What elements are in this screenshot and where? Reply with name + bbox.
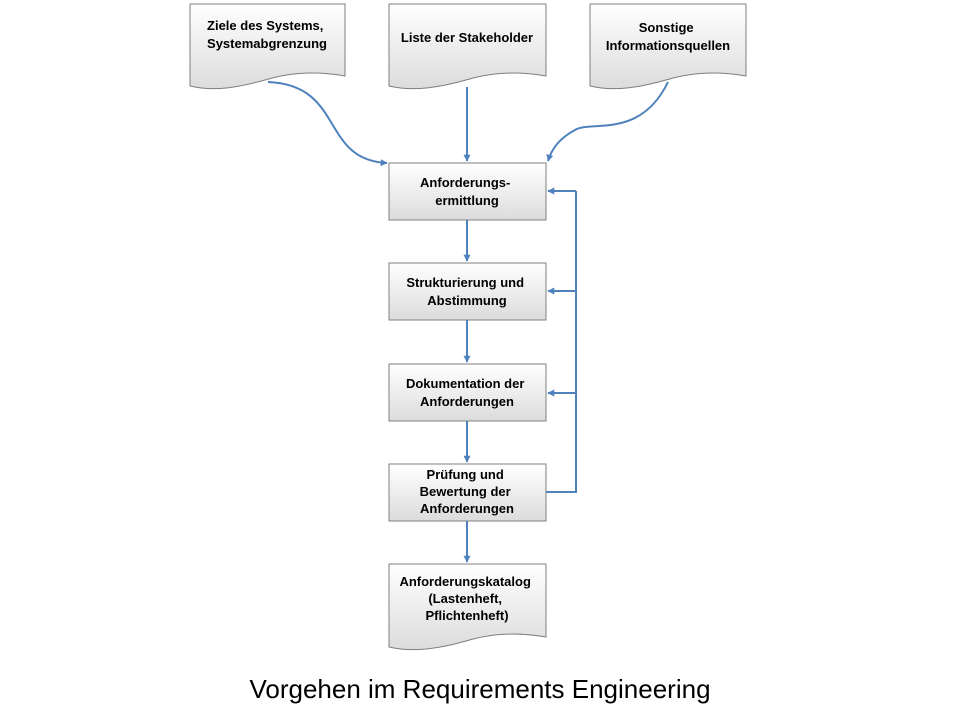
doc-shape [189,3,346,90]
step-box [388,162,547,221]
step-strukturierung: Strukturierung und Abstimmung [388,262,547,321]
step-label-line: Anforderungen [420,501,514,516]
step-dokumentation: Dokumentation der Anforderungen [388,363,547,422]
input-doc-sonstige: Sonstige Informationsquellen [589,3,747,90]
doc-label-line: Systemabgrenzung [207,36,327,51]
doc-label-line: Liste der Stakeholder [401,30,533,45]
step-label-line: Strukturierung und [406,275,524,290]
output-doc-katalog: Anforderungskatalog (Lastenheft, Pflicht… [388,563,547,651]
step-label-line: ermittlung [435,193,499,208]
input-doc-ziele: Ziele des Systems, Systemabgrenzung [189,3,346,90]
step-label-line: Dokumentation der [406,376,524,391]
connectors [267,81,669,563]
step-box [388,363,547,422]
svg-text:Anforderungs- ermittlung: Anforderungs- ermittlung [420,175,514,208]
svg-text:Prüfung und Bewertung de: Prüfung und Bewertung der Anforderungen [420,467,515,516]
doc-shape [388,3,547,90]
doc-label-line: (Lastenheft, [428,591,502,606]
svg-text:Anforderungskatalog (Las: Anforderungskatalog (Lastenheft, Pflicht… [399,574,534,623]
step-label-line: Anforderungen [420,394,514,409]
doc-label-line: Sonstige [639,20,694,35]
input-doc-stakeholder: Liste der Stakeholder [388,3,547,90]
svg-text:Sonstige Informationsque: Sonstige Informationsquellen [606,20,730,53]
step-label-line: Bewertung der [420,484,511,499]
doc-shape [589,3,747,90]
step-label-line: Abstimmung [427,293,507,308]
doc-shape [388,563,547,651]
svg-text:Dokumentation der Anford: Dokumentation der Anforderungen [406,376,528,409]
svg-text:Liste der Stakeholder: Liste der Stakeholder [401,30,533,45]
doc-label-line: Ziele des Systems, [207,18,323,33]
arrow-sonstige-to-ermittlung [546,81,669,162]
doc-label-line: Pflichtenheft) [425,608,508,623]
step-label-line: Anforderungs- [420,175,510,190]
diagram-caption: Vorgehen im Requirements Engineering [249,674,711,704]
step-box [388,262,547,321]
svg-text:Strukturierung und Absti: Strukturierung und Abstimmung [406,275,527,308]
doc-label-line: Informationsquellen [606,38,730,53]
step-pruefung: Prüfung und Bewertung der Anforderungen [388,463,547,522]
step-ermittlung: Anforderungs- ermittlung [388,162,547,221]
doc-label-line: Anforderungskatalog [399,574,531,589]
arrow-ziele-to-ermittlung [267,81,388,167]
feedback-loop-line [546,191,577,493]
step-label-line: Prüfung und [427,467,504,482]
svg-text:Ziele des Systems, Syste: Ziele des Systems, Systemabgrenzung [207,18,327,51]
